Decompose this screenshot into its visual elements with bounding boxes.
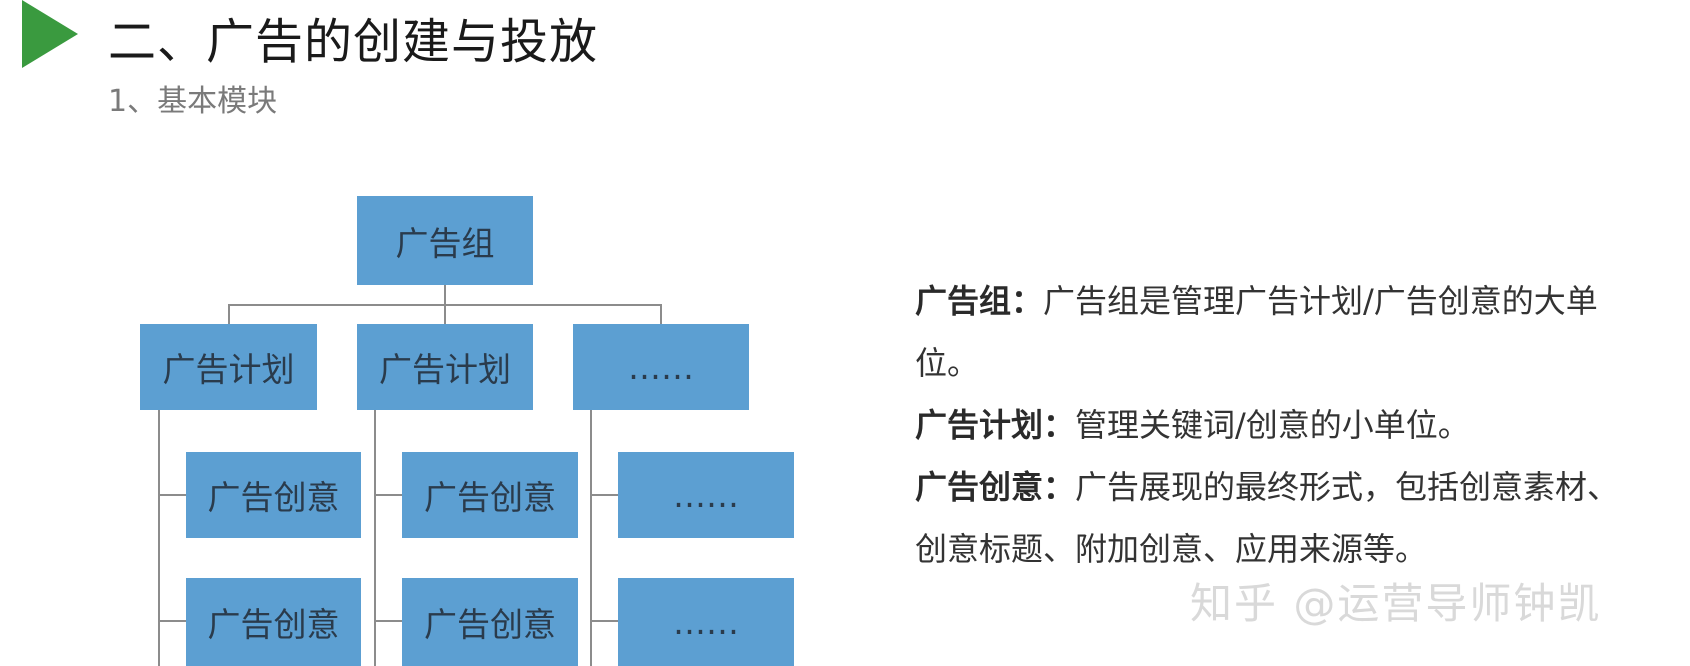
node-creative-1-1: 广告创意	[186, 452, 361, 538]
page-title: 二、广告的创建与投放	[108, 14, 599, 70]
description-text: 管理关键词/创意的小单位。	[1075, 406, 1470, 444]
plan-3-spine	[590, 410, 592, 666]
node-creative-more-1: ……	[618, 452, 794, 538]
description-item-ad-group: 广告组：广告组是管理广告计划/广告创意的大单位。	[915, 270, 1635, 394]
node-ad-plan-1: 广告计划	[140, 324, 317, 410]
description-text: 广告展现的最终形式，包括创意素材、创意标题、附加创意、应用来源等。	[915, 468, 1620, 568]
title-arrow-icon	[22, 0, 78, 68]
plan-1-branch-1	[158, 494, 186, 496]
node-creative-1-2: 广告创意	[186, 578, 361, 666]
node-ad-plan-more: ……	[573, 324, 749, 410]
watermark: 知乎 @运营导师钟凯	[1190, 579, 1602, 628]
plan-drop-line-3	[660, 304, 662, 324]
description-term: 广告创意：	[915, 468, 1076, 506]
node-creative-2-2: 广告创意	[402, 578, 578, 666]
description-text: 广告组是管理广告计划/广告创意的大单位。	[915, 282, 1598, 382]
plan-1-branch-2	[158, 620, 186, 622]
node-creative-2-1: 广告创意	[402, 452, 578, 538]
description-term: 广告计划：	[915, 406, 1076, 444]
description-item-ad-plan: 广告计划：管理关键词/创意的小单位。	[915, 394, 1635, 456]
node-ad-group: 广告组	[357, 196, 533, 285]
description-term: 广告组：	[915, 282, 1044, 320]
node-creative-more-2: ……	[618, 578, 794, 666]
section-subtitle: 1、基本模块	[108, 84, 278, 119]
plan-2-branch-1	[374, 494, 402, 496]
plan-drop-line-1	[228, 304, 230, 324]
plan-2-branch-2	[374, 620, 402, 622]
plan-3-branch-1	[590, 494, 618, 496]
description-item-ad-creative: 广告创意：广告展现的最终形式，包括创意素材、创意标题、附加创意、应用来源等。	[915, 456, 1635, 580]
plan-1-spine	[158, 410, 160, 666]
plan-drop-line-2	[444, 304, 446, 324]
module-description: 广告组：广告组是管理广告计划/广告创意的大单位。 广告计划：管理关键词/创意的小…	[915, 270, 1635, 580]
plan-2-spine	[374, 410, 376, 666]
root-stem-line	[444, 285, 446, 321]
plan-3-branch-2	[590, 620, 618, 622]
node-ad-plan-2: 广告计划	[357, 324, 533, 410]
